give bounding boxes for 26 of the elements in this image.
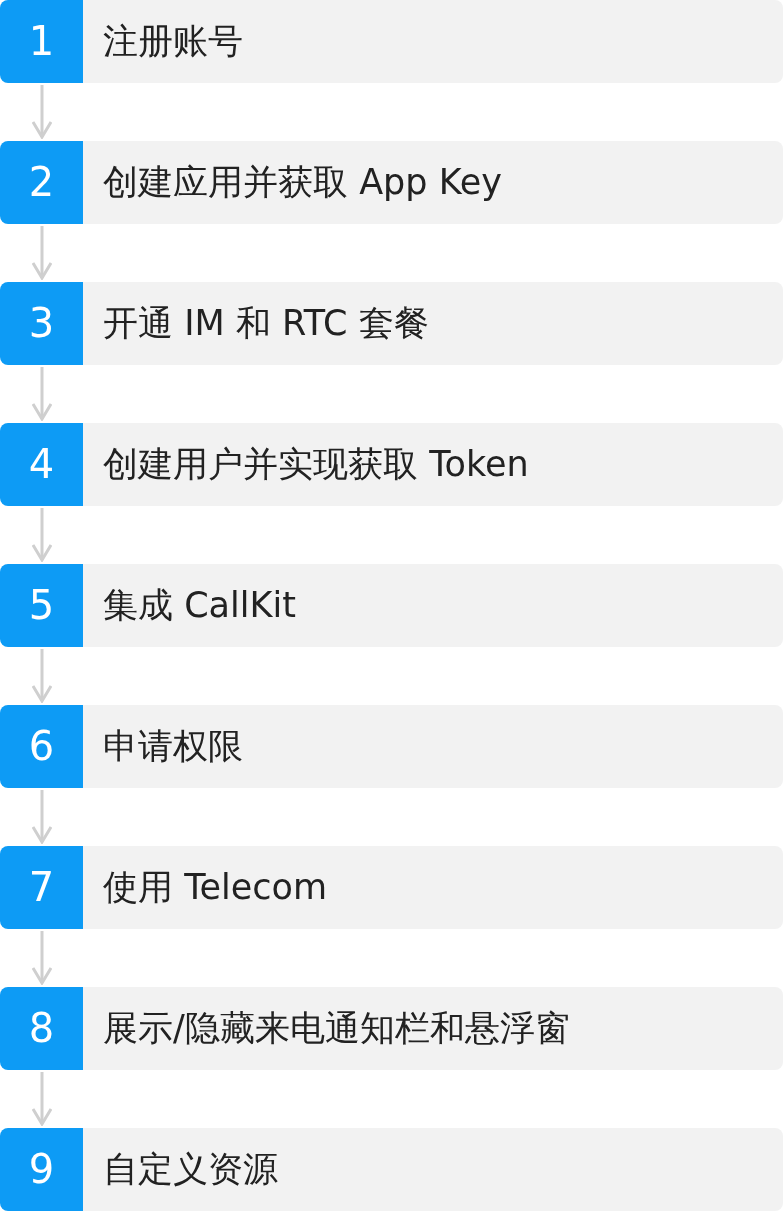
arrow <box>31 85 53 139</box>
step-number-badge: 7 <box>0 846 83 929</box>
step-number-badge: 5 <box>0 564 83 647</box>
step-label: 展示/隐藏来电通知栏和悬浮窗 <box>83 987 783 1070</box>
arrow <box>31 226 53 280</box>
arrow <box>31 508 53 562</box>
arrow <box>31 1072 53 1126</box>
step-label: 创建应用并获取 App Key <box>83 141 783 224</box>
arrow <box>31 367 53 421</box>
step-label: 注册账号 <box>83 0 783 83</box>
step-number-badge: 3 <box>0 282 83 365</box>
arrow <box>31 931 53 985</box>
step-number-badge: 1 <box>0 0 83 83</box>
step-label: 使用 Telecom <box>83 846 783 929</box>
arrow <box>31 790 53 844</box>
step-number-badge: 4 <box>0 423 83 506</box>
step-number-badge: 9 <box>0 1128 83 1211</box>
step-label: 开通 IM 和 RTC 套餐 <box>83 282 783 365</box>
step-label: 自定义资源 <box>83 1128 783 1211</box>
step-label: 集成 CallKit <box>83 564 783 647</box>
step-number-badge: 8 <box>0 987 83 1070</box>
step-number-badge: 6 <box>0 705 83 788</box>
step-label: 创建用户并实现获取 Token <box>83 423 783 506</box>
step-label: 申请权限 <box>83 705 783 788</box>
step-number-badge: 2 <box>0 141 83 224</box>
arrow <box>31 649 53 703</box>
